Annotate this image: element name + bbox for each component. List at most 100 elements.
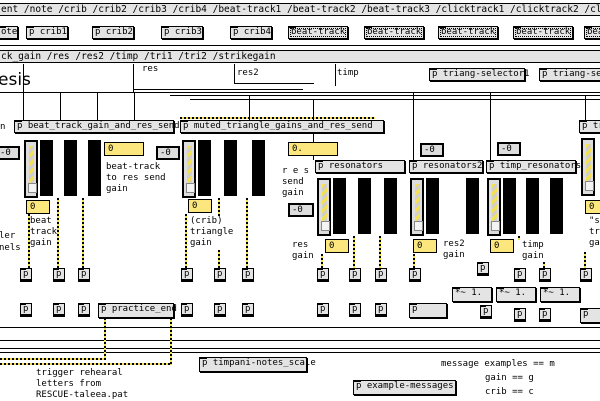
p-timp-resonators[interactable]: p timp_resonators [486, 160, 581, 173]
wire [97, 92, 98, 120]
beat-track-3[interactable]: beat-track [438, 26, 498, 39]
multiply-signal[interactable]: *~ 1. [452, 287, 492, 302]
p-beat-track-gain-and-res-send[interactable]: p beat_track_gain_and_res_send [14, 120, 180, 133]
p-practice-end[interactable]: p practice_end [98, 303, 177, 318]
level-meter [550, 178, 563, 234]
wire [133, 64, 134, 92]
level-meter [252, 140, 265, 196]
route-object-top[interactable]: ent /note /crib /crib2 /crib3 /crib4 /be… [0, 3, 600, 16]
number-box-res2-gain[interactable]: 0 [413, 239, 437, 253]
gain-slider[interactable] [317, 178, 331, 236]
wire [134, 92, 135, 120]
p-example-messages[interactable]: p example-messages [353, 380, 456, 395]
p-object[interactable]: p [214, 268, 226, 282]
number-box-res-send[interactable]: 0. [288, 142, 338, 156]
p-object[interactable]: p [477, 262, 489, 276]
p-object[interactable]: p [349, 303, 361, 317]
p-object[interactable]: p [317, 303, 329, 317]
gain-slider[interactable] [581, 138, 595, 196]
number-box-gray[interactable]: -0 [156, 146, 180, 160]
p-triang-selector1[interactable]: p triang-selector1 [429, 68, 530, 81]
p-object[interactable]: p [514, 308, 526, 322]
gain-slider[interactable] [24, 140, 38, 198]
route-label-timp: timp [337, 68, 359, 78]
p-crib4[interactable]: p crib4 [230, 26, 272, 39]
p-timpani-notes-scale[interactable]: p timpani-notes_scale [199, 357, 316, 372]
beat-track-4[interactable]: beat-track [513, 26, 573, 39]
wire [0, 352, 600, 353]
number-box-res-gain[interactable]: 0 [325, 239, 349, 253]
p-object[interactable]: p [375, 303, 387, 317]
p-object[interactable]: p [242, 268, 254, 282]
beat-track-2[interactable]: beat-track [364, 26, 424, 39]
p-resonators[interactable]: p resonators [315, 160, 405, 173]
signal-wire [584, 252, 586, 268]
route-label-res2: res2 [237, 68, 259, 78]
p-object[interactable]: p [214, 303, 226, 317]
beat-track-1[interactable]: beat-track [288, 26, 348, 39]
p-object[interactable]: p [539, 308, 551, 322]
p-object[interactable]: p [53, 303, 65, 317]
p-object[interactable]: p [514, 268, 526, 282]
p-resonators2[interactable]: p resonators2 [409, 160, 483, 173]
label-crib-eq: crib == c [485, 387, 534, 397]
p-object[interactable]: p [580, 268, 592, 282]
number-box-tr-gain[interactable]: 0 [585, 200, 600, 214]
label-beat-send: beat-track to res send gain [106, 162, 166, 194]
level-meter [224, 140, 237, 196]
number-box-timp-gain[interactable]: 0 [490, 239, 514, 253]
wire [0, 92, 600, 93]
signal-wire [0, 358, 105, 360]
p-object[interactable]: p [375, 268, 387, 282]
p-crib1[interactable]: p crib1 [26, 26, 68, 39]
p-object[interactable]: p [181, 268, 193, 282]
number-box-gray[interactable]: -0 [497, 142, 521, 156]
signal-wire [321, 254, 323, 268]
p-object[interactable]: p [409, 268, 421, 282]
p-object[interactable]: p [349, 268, 361, 282]
p-object[interactable]: p [78, 268, 90, 282]
p-object[interactable]: p [539, 268, 551, 282]
beat-track-5[interactable]: bea [584, 26, 600, 39]
p-object[interactable]: p [181, 303, 193, 317]
level-meter [64, 140, 77, 196]
wire [585, 95, 586, 120]
p-tr[interactable]: p tr [579, 120, 600, 133]
multiply-signal[interactable]: *~ 1. [540, 287, 580, 302]
p-object[interactable]: p [480, 305, 492, 319]
signal-wire [180, 117, 375, 119]
p-muted-triangle-gains-and-res-send[interactable]: p muted_triangle_gains_and_res_send [180, 120, 384, 133]
number-box-gray[interactable]: -0 [420, 143, 444, 157]
level-meter [384, 178, 397, 234]
signal-wire [28, 214, 30, 268]
p-crib2[interactable]: p crib2 [92, 26, 134, 39]
multiply-signal[interactable]: *~ 1. [496, 287, 536, 302]
route-object-second[interactable]: ck_gain /res /res2 /timp /tri1 /tri2 /st… [0, 50, 600, 63]
signal-wire [0, 363, 172, 365]
number-box-gray[interactable]: -0 [288, 203, 314, 217]
p-object[interactable]: p [317, 268, 329, 282]
number-box-beat-send[interactable]: 0 [104, 142, 144, 156]
route-label-res: res [142, 64, 159, 74]
p-object[interactable]: p [20, 303, 32, 317]
number-box-beat-gain[interactable]: 0 [26, 200, 50, 214]
p-crib3[interactable]: p crib3 [161, 26, 203, 39]
gain-slider[interactable] [410, 178, 424, 236]
p-object[interactable]: p [20, 268, 32, 282]
p-object-wide[interactable]: p [580, 308, 600, 323]
p-object[interactable]: p [242, 303, 254, 317]
p-object[interactable]: p [78, 303, 90, 317]
p-object[interactable]: p [53, 268, 65, 282]
level-meter [426, 178, 439, 234]
level-meter [526, 178, 539, 234]
p-object-wide[interactable]: p [409, 303, 447, 318]
label-msg-examples: message examples == m [441, 359, 555, 369]
number-box-tri-gain[interactable]: 0 [188, 199, 212, 213]
gain-slider[interactable] [487, 178, 501, 236]
p-triang-selector2[interactable]: p triang-selec [539, 68, 600, 81]
gain-slider[interactable] [182, 140, 196, 198]
level-meter [503, 178, 516, 234]
p-note[interactable]: ote [0, 26, 18, 39]
signal-wire [413, 254, 415, 268]
number-box-gray[interactable]: -0 [0, 146, 20, 160]
